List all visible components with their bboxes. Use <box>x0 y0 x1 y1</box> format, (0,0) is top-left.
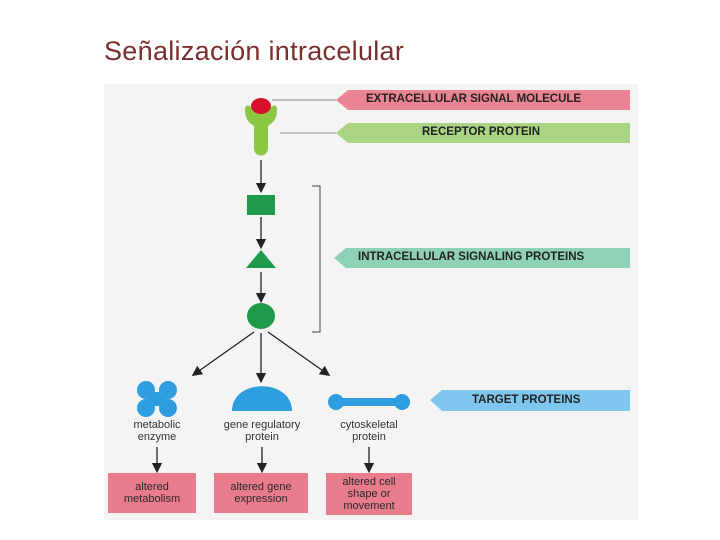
gene-regulatory-protein-shape <box>232 386 292 411</box>
label-gene-regulatory-protein: gene regulatory protein <box>223 419 301 443</box>
receptor-protein-shape <box>245 105 277 156</box>
receptor-protein-tag <box>336 123 630 143</box>
outcome-altered-gene-expression: altered gene expression <box>214 473 308 513</box>
label-receptor-protein: RECEPTOR PROTEIN <box>422 126 540 138</box>
label-target-proteins: TARGET PROTEINS <box>472 394 581 406</box>
intracellular-protein-circle <box>247 303 275 329</box>
label-metabolic-enzyme: metabolic enzyme <box>133 419 181 443</box>
label-intracellular-proteins: INTRACELLULAR SIGNALING PROTEINS <box>358 251 585 263</box>
target-proteins-tag <box>430 390 630 411</box>
page-title: Señalización intracelular <box>104 36 405 66</box>
diagram-background <box>104 84 638 520</box>
intracellular-bracket <box>312 185 321 333</box>
intracellular-protein-square <box>247 195 275 215</box>
intracellular-tag <box>334 248 630 268</box>
signal-molecule-shape <box>251 98 271 114</box>
label-cytoskeletal-protein: cytoskeletal protein <box>340 419 398 443</box>
cytoskeletal-protein-shape <box>328 394 410 410</box>
metabolic-enzyme-shape <box>137 381 177 417</box>
label-signal-molecule: EXTRACELLULAR SIGNAL MOLECULE <box>366 93 582 105</box>
outcome-altered-cell-shape: altered cell shape or movement <box>326 473 412 515</box>
intracellular-protein-triangle <box>246 250 276 268</box>
signal-molecule-tag <box>336 90 630 110</box>
outcome-altered-metabolism: altered metabolism <box>108 473 196 513</box>
